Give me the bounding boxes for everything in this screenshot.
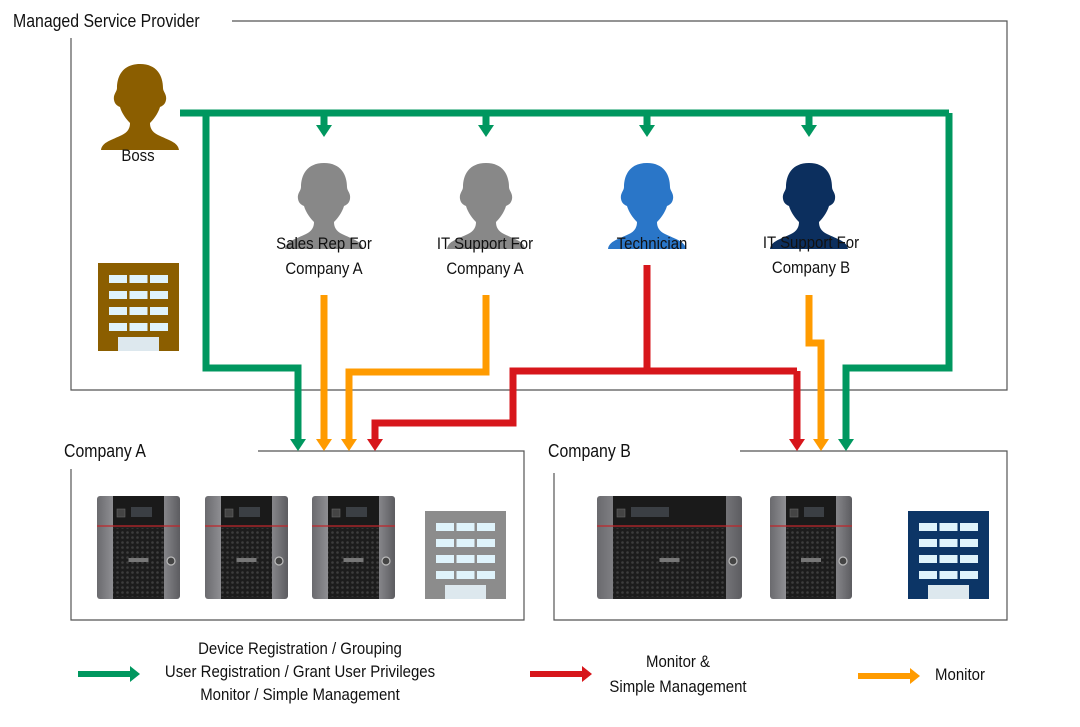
company-a-border xyxy=(70,450,525,621)
legend-arrow-red xyxy=(530,666,592,682)
label-line: Company B xyxy=(771,258,851,277)
legend-arrow-orange xyxy=(858,668,920,684)
legend-orange-text: Monitor xyxy=(925,664,995,686)
label-line: Boss xyxy=(121,146,155,165)
legend-line: Monitor xyxy=(935,665,985,684)
person-icon-boss xyxy=(101,64,179,150)
nas-device-company-a-1 xyxy=(97,496,180,599)
building-icon-msp-building xyxy=(98,263,179,351)
legend-line: User Registration / Grant User Privilege… xyxy=(164,662,436,681)
green-to-company-a xyxy=(202,113,302,440)
green-connector-lines xyxy=(180,109,953,440)
building-icon-company-b-building xyxy=(908,511,989,599)
label-line: IT Support For xyxy=(436,234,534,253)
label-line: Company A xyxy=(285,259,363,278)
label-line: IT Support For xyxy=(762,233,860,252)
person-label-it-support-b: IT Support For Company B xyxy=(736,232,886,279)
nas-device-company-b-1 xyxy=(597,496,742,599)
arrowhead-orange-company-a-1 xyxy=(316,439,332,451)
legend-line: Simple Management xyxy=(609,677,747,696)
nas-device-company-b-2 xyxy=(770,496,852,599)
label-line: Sales Rep For xyxy=(276,234,372,253)
label-line: Technician xyxy=(616,234,688,253)
legend-line: Monitor / Simple Management xyxy=(200,685,400,704)
person-label-sales-rep-a: Sales Rep For Company A xyxy=(249,233,399,280)
person-label-boss: Boss xyxy=(63,145,213,167)
legend-line: Monitor & xyxy=(645,652,711,671)
arrowhead-to-it-support-a xyxy=(478,125,494,137)
msp-border xyxy=(70,20,1008,391)
building-icon-company-a-building xyxy=(425,511,506,599)
arrowhead-red-company-a xyxy=(367,439,383,451)
arrowhead-orange-company-a-2 xyxy=(341,439,357,451)
legend-arrow-green xyxy=(78,666,140,682)
company-b-border xyxy=(553,450,1008,621)
arrowhead-to-technician xyxy=(639,125,655,137)
arrowhead-green-company-b xyxy=(838,439,854,451)
nas-device-company-a-2 xyxy=(205,496,288,599)
arrowhead-to-sales-rep xyxy=(316,125,332,137)
company-b-group-title: Company B xyxy=(548,440,635,462)
legend-red-text: Monitor & Simple Management xyxy=(599,651,757,698)
arrowhead-to-it-support-b xyxy=(801,125,817,137)
arrowhead-red-company-b xyxy=(789,439,805,451)
nas-device-company-a-3 xyxy=(312,496,395,599)
label-line: Company A xyxy=(446,259,524,278)
legend-green-text: Device Registration / Grouping User Regi… xyxy=(155,638,445,706)
person-label-it-support-a: IT Support For Company A xyxy=(410,233,560,280)
orange-connector-lines xyxy=(320,295,825,440)
legend-line: Device Registration / Grouping xyxy=(198,639,402,658)
arrowhead-orange-company-b xyxy=(813,439,829,451)
company-a-group-title: Company A xyxy=(64,440,150,462)
orange-it-support-b-to-b xyxy=(805,295,825,440)
green-to-company-b xyxy=(842,113,953,440)
red-technician-to-a xyxy=(371,367,797,440)
orange-it-support-a-to-a xyxy=(345,295,490,440)
person-label-technician: Technician xyxy=(577,233,727,255)
arrowhead-green-company-a xyxy=(290,439,306,451)
red-connector-lines xyxy=(371,265,801,440)
msp-group-title: Managed Service Provider xyxy=(13,10,204,32)
